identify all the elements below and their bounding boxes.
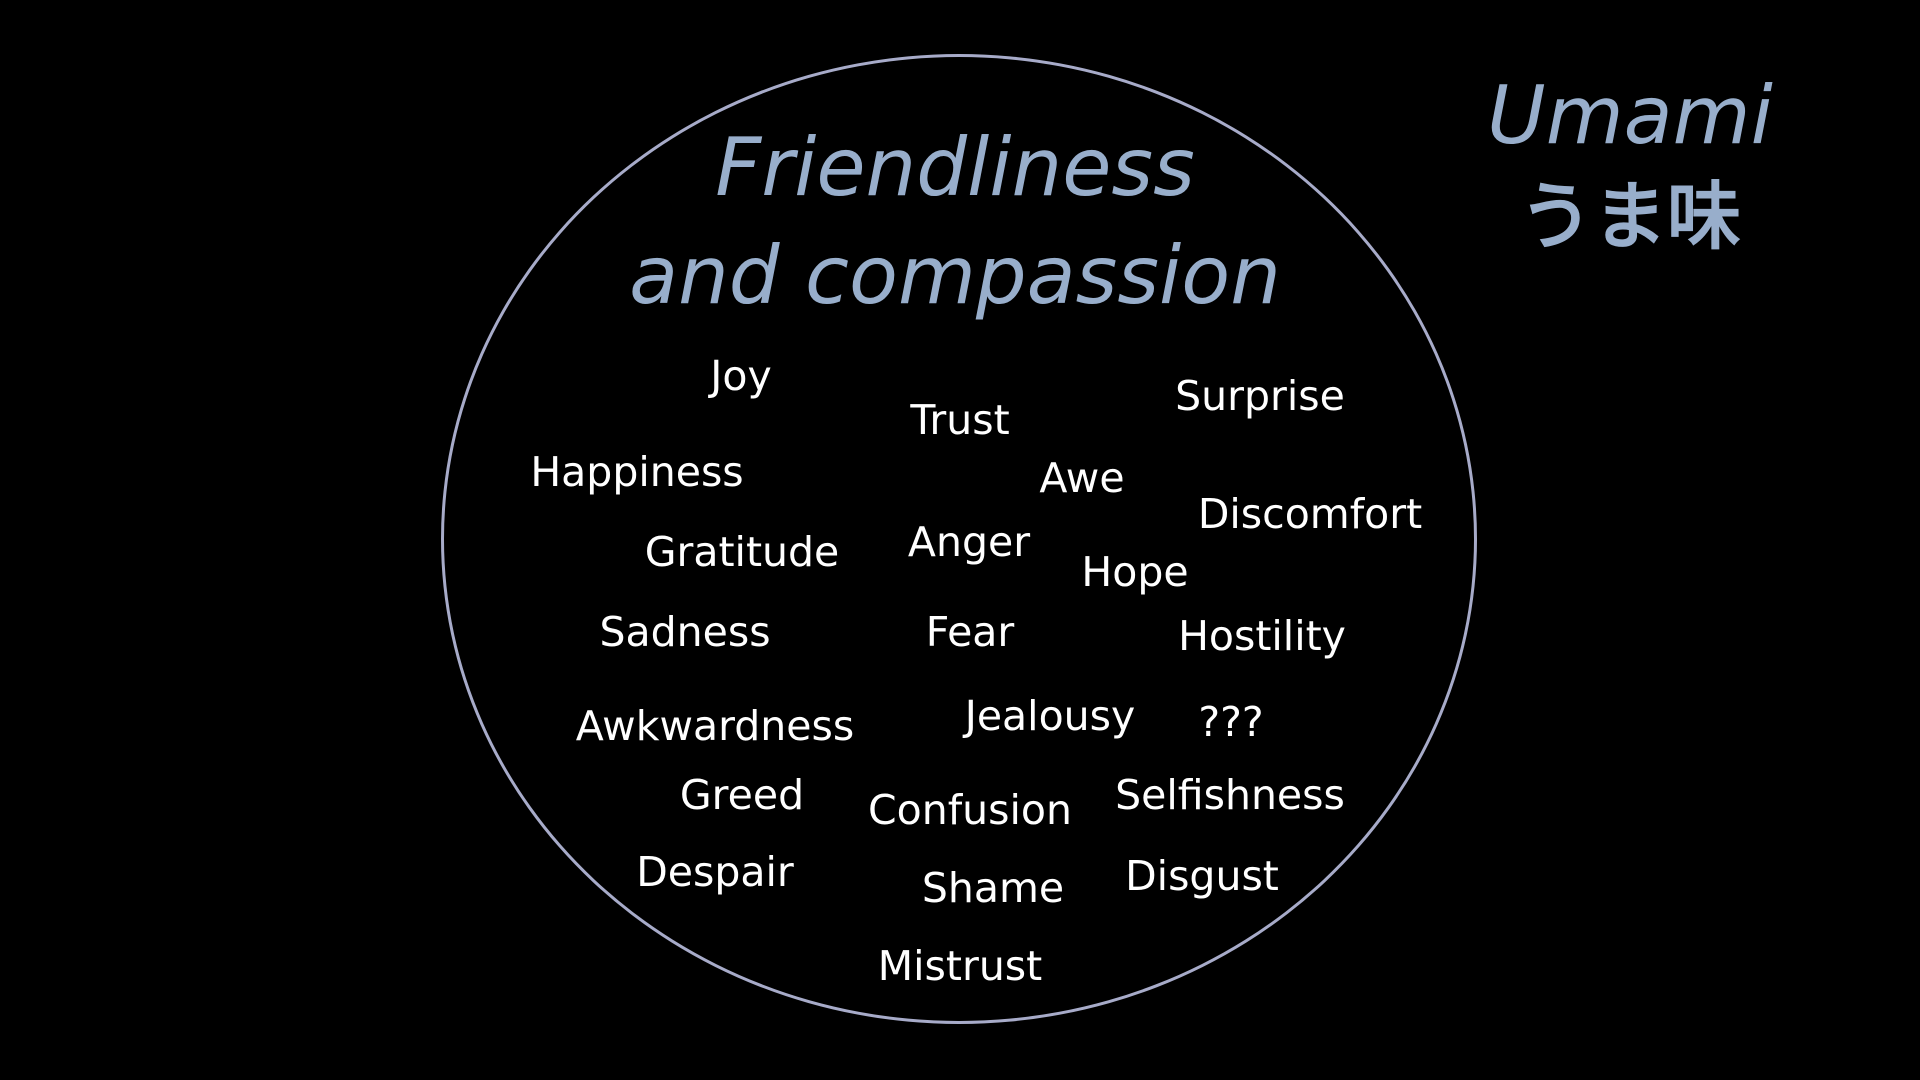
word-despair: Despair [636,848,794,896]
word-selfishness: Selfishness [1115,771,1345,819]
word-shame: Shame [921,864,1065,912]
word-jealousy: Jealousy [964,692,1136,740]
word-hostility: Hostility [1178,612,1346,660]
word-disgust: Disgust [1125,852,1279,900]
word-surprise: Surprise [1175,372,1345,420]
word-trust: Trust [910,396,1010,444]
word-happiness: Happiness [530,448,744,496]
word-mistrust: Mistrust [877,942,1043,990]
emotion-circle [441,54,1477,1024]
word-gratitude: Gratitude [644,528,840,576]
circle-title-line-2: and compassion [629,229,1281,322]
side-title-japanese: うま味 [1519,174,1741,260]
word-confusion: Confusion [868,786,1072,834]
word-hope: Hope [1081,548,1189,596]
side-title: Umami [1487,69,1773,162]
word-fear: Fear [925,608,1015,656]
word-anger: Anger [907,518,1031,566]
word-greed: Greed [679,771,805,819]
word-awe: Awe [1039,454,1125,502]
word-question-marks: ??? [1198,698,1264,746]
word-joy: Joy [710,352,772,400]
word-sadness: Sadness [599,608,771,656]
word-awkwardness: Awkwardness [575,702,855,750]
word-discomfort: Discomfort [1197,490,1423,538]
circle-title-line-1: Friendliness [715,121,1195,214]
